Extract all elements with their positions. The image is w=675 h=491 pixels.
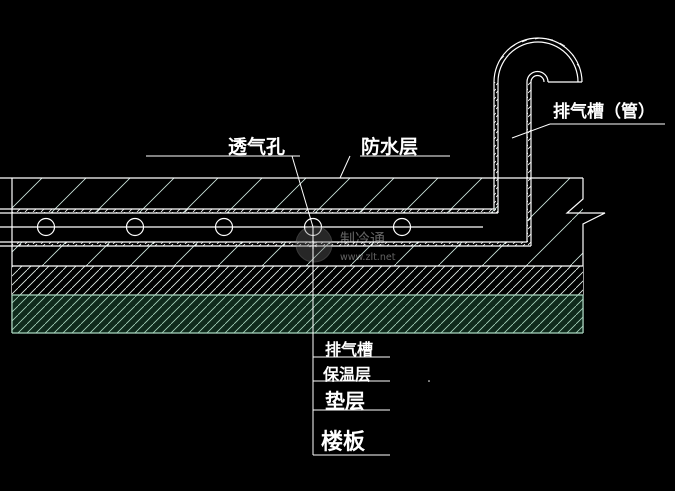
vent-pipe-gooseneck [493,37,583,83]
waterproof-layer-label: 防水层 [361,135,418,158]
vent-pipe-hatch [499,37,581,69]
leader-lines [146,123,665,456]
layer-label-insulation: 保温层 [322,365,371,384]
vent-hole [214,217,234,237]
watermark-brand: 制冷通 [340,230,385,248]
slab-layer [11,294,584,334]
insulation-layer [12,265,583,295]
vent-groove-channel [12,82,527,242]
vent-hole [392,217,412,237]
vent-hole [125,217,145,237]
stray-point [428,380,430,382]
vent-hole [36,217,56,237]
waterproof-membrane [12,82,531,246]
watermark-logo-icon [295,225,333,263]
layer-label-vent-groove: 排气槽 [325,340,373,359]
layer-lines [0,82,606,333]
watermark-url: www.zlt.net [340,252,396,263]
vent-pipe-label: 排气槽（管） [553,101,655,122]
vent-hole-label: 透气孔 [228,135,285,158]
layer-label-floor-slab: 楼板 [321,430,366,455]
layer-label-cushion: 垫层 [325,389,365,413]
watermark: ✻ 制冷通 www.zlt.net [295,225,396,263]
